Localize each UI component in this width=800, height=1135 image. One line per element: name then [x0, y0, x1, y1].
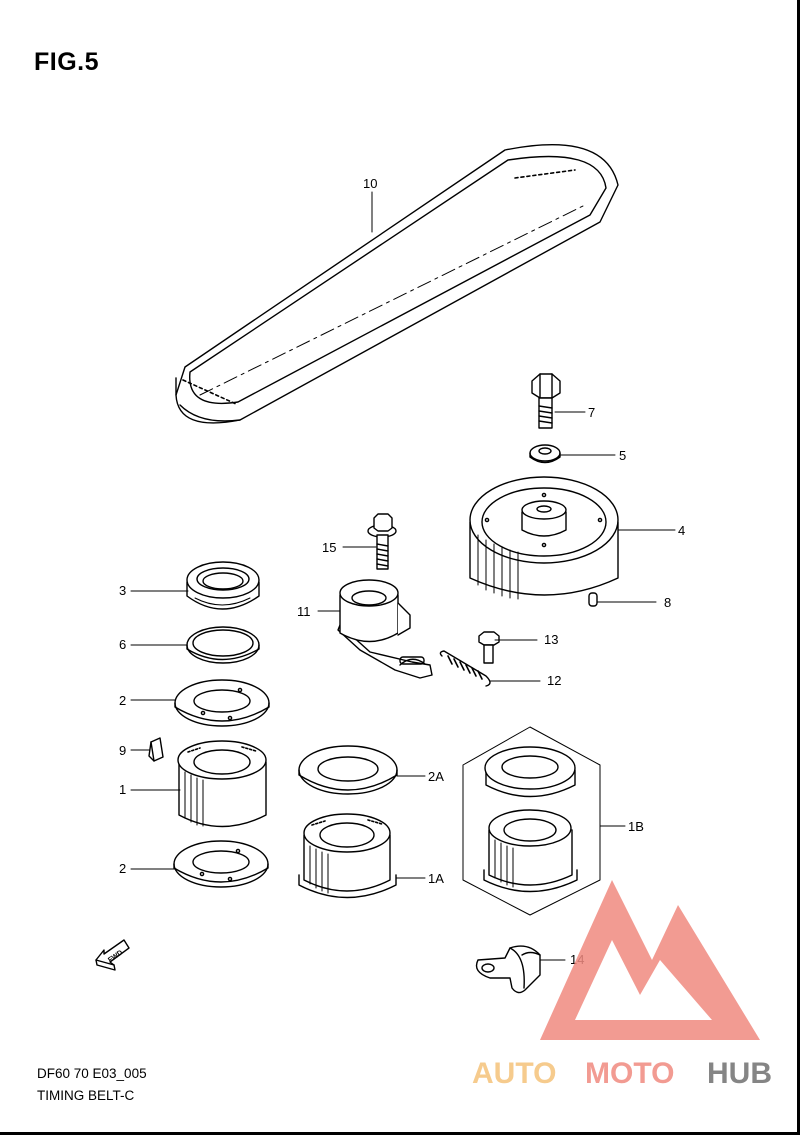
label-2A: 2A [428, 769, 444, 784]
label-10: 10 [363, 176, 377, 191]
label-1: 1 [119, 782, 126, 797]
watermark-auto: AUTO [472, 1057, 556, 1090]
label-6: 6 [119, 637, 126, 652]
bolt-7 [531, 373, 561, 429]
label-1A: 1A [428, 871, 444, 886]
crank-pulley-1A [298, 813, 397, 899]
washer-5 [529, 444, 561, 464]
plate-2A [298, 745, 398, 795]
label-12: 12 [547, 673, 561, 688]
leader-lines [130, 191, 676, 961]
tensioner-11 [337, 579, 433, 679]
label-4: 4 [678, 523, 685, 538]
label-1B: 1B [628, 819, 644, 834]
frame-border-right [797, 0, 800, 1135]
watermark-hub: HUB [707, 1057, 772, 1090]
model-code: DF60 70 E03_005 [37, 1066, 147, 1081]
label-15: 15 [322, 540, 336, 555]
label-9: 9 [119, 743, 126, 758]
section-name: TIMING BELT-C [37, 1088, 135, 1103]
label-11: 11 [297, 604, 311, 619]
label-2-upper: 2 [119, 693, 126, 708]
timing-belt [175, 144, 619, 424]
label-2-lower: 2 [119, 861, 126, 876]
watermark-moto: MOTO [585, 1057, 674, 1090]
label-13: 13 [544, 632, 558, 647]
oil-seal-3 [186, 561, 260, 610]
pulley-4 [469, 476, 619, 600]
crank-pulley-1 [177, 740, 267, 828]
spring-12 [439, 650, 491, 687]
fwd-arrow-icon [95, 939, 130, 971]
assembly-1B [462, 726, 601, 916]
label-3: 3 [119, 583, 126, 598]
plate-2-upper [174, 679, 270, 727]
clamp-14 [475, 945, 541, 994]
frame-border-bottom [0, 1132, 800, 1135]
figure-title: FIG.5 [34, 48, 100, 76]
washer-6 [186, 626, 260, 664]
watermark-triangle-icon [540, 880, 760, 1040]
label-7: 7 [588, 405, 595, 420]
label-5: 5 [619, 448, 626, 463]
label-8: 8 [664, 595, 671, 610]
pin-8 [588, 592, 598, 607]
bolt-15 [367, 513, 397, 570]
bolt-13 [478, 631, 500, 664]
plate-2-lower [173, 840, 269, 888]
watermark-logo: AUTO MOTO HUB [472, 880, 772, 1090]
key-9 [148, 737, 164, 762]
